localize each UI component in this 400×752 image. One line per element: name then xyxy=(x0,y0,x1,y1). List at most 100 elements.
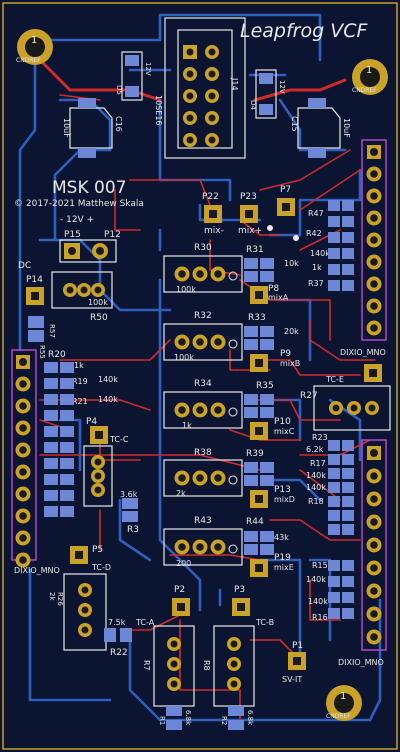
mounting-hole-bottom-right: 1 CNDREF xyxy=(326,685,362,721)
svg-text:P5: P5 xyxy=(92,545,103,555)
r31-value: 10k xyxy=(284,259,299,268)
r23-value: 6.2k xyxy=(306,445,324,454)
mix-plus-label: mix+ xyxy=(238,226,262,236)
svg-text:R2: R2 xyxy=(220,716,228,725)
jack-hole xyxy=(255,291,263,299)
svg-text:P12: P12 xyxy=(104,230,121,240)
svg-text:R55: R55 xyxy=(38,345,46,359)
left-header-pin-hole xyxy=(19,380,27,388)
right-header-top: DIXIO_MNO xyxy=(340,139,387,357)
smd-pad xyxy=(342,592,354,603)
wiper-mark xyxy=(228,271,238,281)
mix-plus-p23: P23 xyxy=(240,192,258,223)
left-header-pin-hole xyxy=(19,512,27,520)
left-header-pin-hole xyxy=(19,424,27,432)
smd-pad xyxy=(328,454,340,465)
r38-value: 2k xyxy=(176,489,186,498)
model-label: MSK 007 xyxy=(52,178,126,198)
smd-pad xyxy=(244,475,258,486)
smd-pad xyxy=(260,258,274,269)
right-header-bottom-pin-hole xyxy=(370,518,378,526)
svg-text:DIXIO_MNO: DIXIO_MNO xyxy=(340,348,386,357)
smd-pad xyxy=(342,496,354,507)
left-header-pin-hole xyxy=(19,402,27,410)
smd-pad xyxy=(60,410,74,421)
svg-text:TC-A: TC-A xyxy=(135,618,155,627)
smd-pad xyxy=(342,232,354,243)
jumper-p4: P4 TC-C xyxy=(86,417,129,444)
jumper-p3: P3 TC-B xyxy=(232,585,274,627)
smd-pad xyxy=(244,544,258,555)
r33-label: R33 xyxy=(248,313,266,323)
jumper-p5: P5 TC-D xyxy=(70,545,111,572)
smd-pad xyxy=(342,468,354,479)
smd-pad xyxy=(260,271,274,282)
smd-pad xyxy=(244,462,258,473)
smd-pad xyxy=(342,524,354,535)
svg-text:CNDREF: CNDREF xyxy=(16,57,41,64)
r15-label: R15 xyxy=(312,561,328,570)
svg-text:C16: C16 xyxy=(114,116,123,132)
smd-pad xyxy=(60,490,74,501)
r44-label: R44 xyxy=(246,517,264,527)
r21-label: R21 xyxy=(72,397,88,406)
smd-pad xyxy=(260,475,274,486)
smd-r57b xyxy=(28,330,44,342)
jack-hole xyxy=(255,427,263,435)
via-mark xyxy=(267,225,273,231)
svg-text:10uF: 10uF xyxy=(62,118,71,138)
svg-text:1: 1 xyxy=(340,691,346,702)
svg-text:R27: R27 xyxy=(300,391,318,401)
smd-pad xyxy=(342,280,354,291)
resistor-r1: 6.8k R1 xyxy=(158,706,192,730)
smd-pad xyxy=(342,200,354,211)
smd-pad xyxy=(260,394,274,405)
smd-pad xyxy=(60,474,74,485)
trimmer-pin-hole xyxy=(214,543,222,551)
trimmer-pin-hole xyxy=(214,406,222,414)
r35-label: R35 xyxy=(256,381,274,391)
p19-sub: mixE xyxy=(274,563,294,572)
smd-pad xyxy=(328,510,340,521)
smd-pad xyxy=(44,362,58,373)
smd-pad xyxy=(44,506,58,517)
svg-text:DIXIO_MNO: DIXIO_MNO xyxy=(14,566,60,575)
trimmer-outline xyxy=(163,255,243,293)
smd-pad xyxy=(342,248,354,259)
left-header: DIXIO_MNO R55 xyxy=(11,345,60,575)
svg-text:1: 1 xyxy=(366,65,372,76)
r39-label: R39 xyxy=(246,449,264,459)
trimmer-pin-hole xyxy=(178,474,186,482)
r19-label: R19 xyxy=(72,377,88,386)
smd-pad xyxy=(342,560,354,571)
smd-pad xyxy=(44,490,58,501)
r47-label: R47 xyxy=(308,209,324,218)
smd-pad xyxy=(342,482,354,493)
r20-label: R20 xyxy=(48,350,66,360)
smd-pad xyxy=(328,468,340,479)
smd-pad xyxy=(244,271,258,282)
r30-value: 100k xyxy=(176,285,196,294)
svg-text:12V: 12V xyxy=(144,62,152,76)
jumper-p2: P2 TC-A xyxy=(135,585,190,627)
right-header-top-pin-hole xyxy=(370,170,378,178)
smd-pad xyxy=(328,496,340,507)
jumper-p15: P15 P12 xyxy=(59,230,121,263)
trimmer-pin-hole xyxy=(196,406,204,414)
right-header-bottom-pin-hole xyxy=(370,587,378,595)
right-header-bottom: DIXIO_MNO xyxy=(338,439,387,667)
smd-pad xyxy=(260,407,274,418)
r34-label: R34 xyxy=(194,379,212,389)
capacitor-c11: 10uF C15 xyxy=(290,98,351,158)
smd-pad xyxy=(60,458,74,469)
p13-label: P13 xyxy=(274,485,291,495)
smd-r57a xyxy=(28,316,44,328)
trimmer-outline xyxy=(163,391,243,429)
p10-label: P10 xyxy=(274,417,291,427)
left-header-pin-hole xyxy=(19,468,27,476)
jack-hole xyxy=(255,564,263,572)
smd-pad xyxy=(342,216,354,227)
trimmer-outline xyxy=(163,323,243,361)
right-header-top-pin-hole xyxy=(370,280,378,288)
